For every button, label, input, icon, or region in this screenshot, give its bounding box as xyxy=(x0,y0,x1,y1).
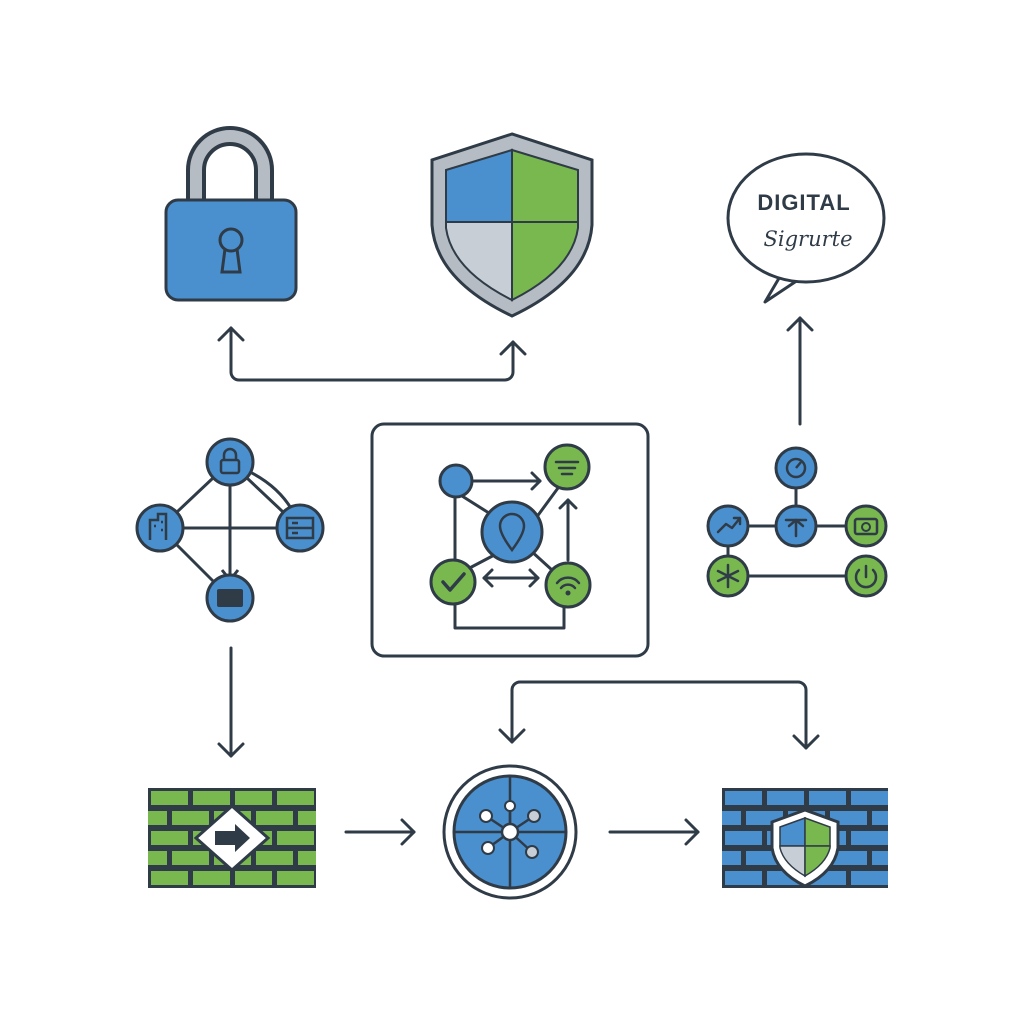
left-network-graph xyxy=(135,437,325,623)
center-network-panel xyxy=(370,422,650,658)
camera-node-icon xyxy=(844,504,888,548)
antenna-node-icon xyxy=(774,504,818,548)
bottom-arrow-right xyxy=(608,818,700,846)
wall-shield-icon xyxy=(770,808,840,888)
speech-bubble-icon: DIGITAL Sigrurte xyxy=(726,152,886,304)
firewall-brick-wall-icon xyxy=(148,788,316,888)
top-connector xyxy=(217,326,527,382)
signature-connector xyxy=(786,316,814,426)
terminal-node-icon xyxy=(205,573,255,623)
blue-node-icon xyxy=(438,463,474,499)
network-hub-icon xyxy=(442,764,578,900)
right-network-graph xyxy=(706,446,888,598)
power-node-icon xyxy=(844,554,888,598)
gauge-node-icon xyxy=(774,446,818,490)
arrow-up-shield xyxy=(499,340,527,356)
shield-icon xyxy=(430,132,594,318)
forward-arrow-badge-icon xyxy=(193,803,271,873)
server-node-icon xyxy=(275,503,325,553)
padlock-icon xyxy=(164,126,298,302)
asterisk-node-icon xyxy=(706,554,750,598)
arrow-up-padlock xyxy=(217,326,245,342)
wifi-signal-icon xyxy=(544,561,592,609)
location-pin-icon xyxy=(480,500,544,564)
checkmark-node-icon xyxy=(429,558,477,606)
bottom-arrow-left xyxy=(344,818,416,846)
firewall-shield-wall-icon xyxy=(722,788,888,888)
signature-title: DIGITAL xyxy=(757,190,850,215)
building-node-icon xyxy=(135,503,185,553)
left-down-arrow xyxy=(217,646,245,758)
signature-script: Sigrurte xyxy=(763,227,852,251)
wifi-node-icon xyxy=(543,443,591,491)
bottom-bracket-connector xyxy=(498,680,820,750)
lock-node-icon xyxy=(205,437,255,487)
signal-node-icon xyxy=(706,504,750,548)
